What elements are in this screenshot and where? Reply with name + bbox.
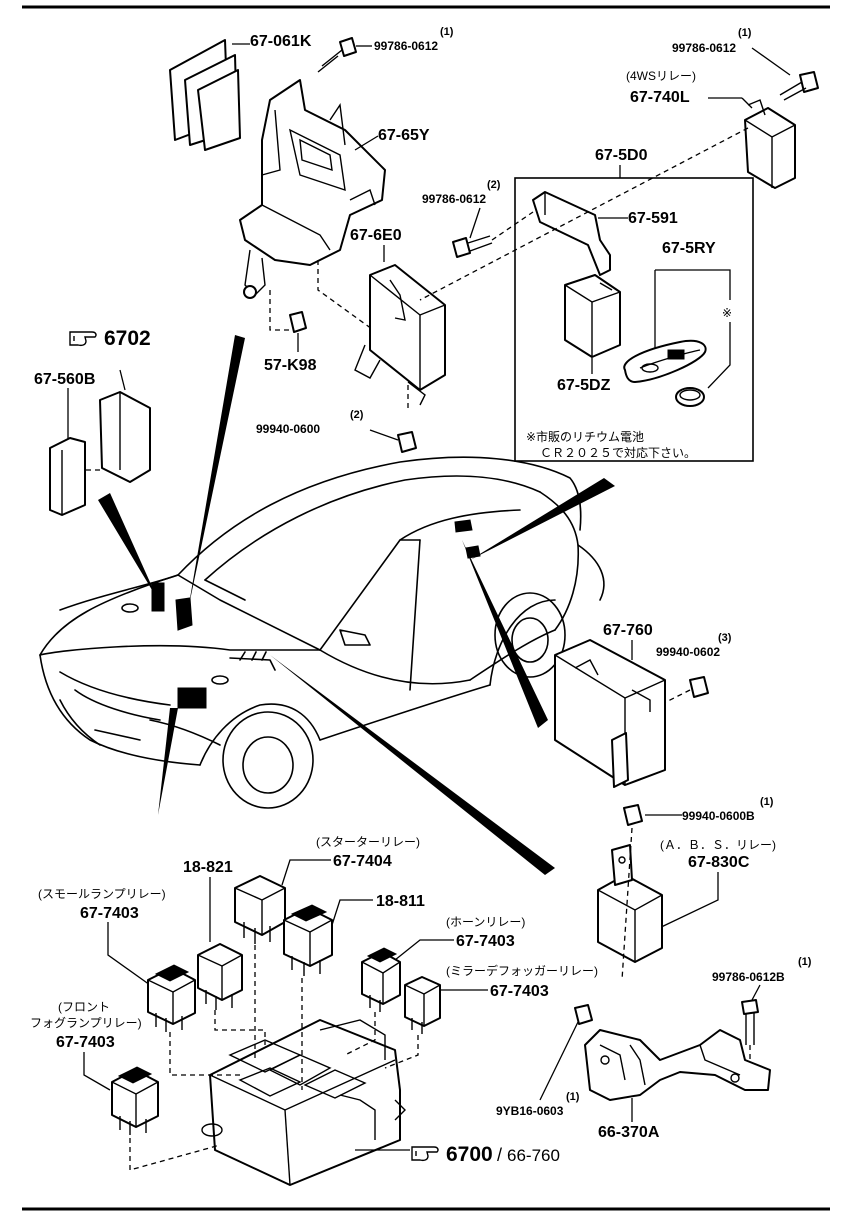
wedge-6700 [158, 708, 178, 815]
relay-67-7403-front-fog [111, 1066, 159, 1135]
bolt-99786-0612B [741, 999, 759, 1045]
label-67-7404: 67-7404 [333, 853, 392, 870]
bolt-99786-0612-top [317, 37, 357, 73]
pointing-hand-icon [411, 1146, 439, 1162]
nut-57-K98 [289, 311, 307, 333]
label-67-65Y: 67-65Y [378, 127, 430, 144]
note-battery-line1: ※市販のリチウム電池 [526, 429, 644, 444]
label-asterisk: ※ [722, 306, 732, 320]
part-67-830C-relay [597, 844, 663, 963]
label-67-740L: 67-740L [630, 89, 690, 106]
ref-6702-label[interactable]: 6702 [104, 327, 151, 350]
ref-6702: 6702 [69, 327, 151, 350]
label-66-370A: 66-370A [598, 1124, 660, 1141]
label-67-7403-horn: 67-7403 [456, 933, 515, 950]
label-99786-0612-right: 99786-0612 [672, 41, 736, 55]
part-coin-battery [675, 387, 705, 407]
label-67-7403-fog: 67-7403 [56, 1034, 115, 1051]
label-99940-0600: 99940-0600 [256, 422, 320, 436]
part-67-740L-relay [744, 99, 796, 189]
ref-6700-label[interactable]: 6700 [446, 1143, 493, 1166]
qty-99940-0600: (2) [350, 409, 364, 421]
wedge-67-560B [98, 493, 158, 600]
part-67-5RY-remote [623, 339, 707, 383]
bolt-99786-0612-right [779, 71, 819, 101]
label-small-lamp-relay: (スモールランプリレー) [38, 887, 166, 901]
label-18-811: 18-811 [376, 893, 425, 910]
relay-box-6700 [201, 1019, 406, 1186]
label-67-7403-small: 67-7403 [80, 905, 139, 922]
label-99786-0612-top: 99786-0612 [374, 39, 438, 53]
relay-18-811 [283, 904, 333, 976]
qty-99940-0602: (3) [718, 632, 732, 644]
qty-99786-0612B: (1) [798, 956, 812, 968]
qty-9YB16-0603: (1) [566, 1091, 580, 1103]
label-mirror-defogger-relay: (ミラーデフォッガーリレー) [446, 963, 598, 978]
label-99786-0612B: 99786-0612B [712, 970, 785, 984]
part-67-591-bracket [532, 191, 611, 276]
label-99940-0602: 99940-0602 [656, 645, 720, 659]
relay-67-7403-mirror [404, 976, 441, 1034]
callout-wedges [98, 335, 615, 875]
label-67-760: 67-760 [603, 622, 653, 639]
nut-9YB16-0603 [574, 1004, 593, 1025]
label-front-fog-line1: (フロント [58, 1000, 110, 1014]
pointing-hand-icon [69, 331, 97, 347]
part-67-560B-module [49, 391, 151, 516]
ref-slash: / [497, 1145, 502, 1165]
bolt-99786-0612-mid [452, 235, 493, 258]
label-18-821: 18-821 [183, 859, 233, 876]
nut-99940-0600B [623, 804, 643, 826]
ref-6700: 6700 / 66-760 [355, 1143, 560, 1166]
label-9YB16-0603: 9YB16-0603 [496, 1104, 564, 1118]
qty-99940-0600B: (1) [760, 796, 774, 808]
label-57-K98: 57-K98 [264, 357, 317, 374]
label-67-5DZ: 67-5DZ [557, 377, 611, 394]
relay-67-7404 [234, 875, 286, 944]
part-67-760-module [554, 639, 666, 788]
part-67-5DZ-module [564, 274, 621, 358]
label-67-560B: 67-560B [34, 371, 95, 388]
label-67-5RY: 67-5RY [662, 240, 716, 257]
relay-67-7403-horn [361, 947, 401, 1012]
qty-99786-0612-top: (1) [440, 26, 454, 38]
part-67-061K-pads [169, 39, 241, 151]
car-illustration [39, 456, 605, 809]
ref-66-760-label[interactable]: 66-760 [507, 1146, 560, 1165]
label-67-591: 67-591 [628, 210, 678, 227]
label-4ws-relay: (4WSリレー) [626, 69, 696, 83]
label-67-5D0: 67-5D0 [595, 147, 648, 164]
label-99786-0612-mid: 99786-0612 [422, 192, 486, 206]
part-67-6E0-module [354, 264, 446, 406]
note-battery-line2: ＣＲ２０２５で対応下さい。 [540, 446, 696, 460]
wedge-67-760 [462, 540, 548, 728]
label-67-6E0: 67-6E0 [350, 227, 402, 244]
label-starter-relay: (スターターリレー) [316, 835, 420, 849]
label-99940-0600B: 99940-0600B [682, 809, 755, 823]
relay-67-7403-small-lamp [147, 964, 196, 1032]
wedge-67-5D0 [470, 478, 615, 560]
nut-99940-0600 [397, 431, 417, 453]
label-67-7403-mirror: 67-7403 [490, 983, 549, 1000]
label-67-061K: 67-061K [250, 33, 312, 50]
qty-99786-0612-mid: (2) [487, 179, 501, 191]
relay-18-821 [197, 943, 243, 1010]
part-67-65Y-bracket [239, 79, 386, 299]
wedge-67-65Y [188, 335, 245, 610]
wedge-66-370A [270, 655, 555, 875]
label-horn-relay: (ホーンリレー) [446, 915, 525, 929]
kit-box-67-5D0 [514, 177, 754, 462]
part-66-370A-bracket [584, 1029, 771, 1101]
label-abs-relay: (Ａ．Ｂ．Ｓ．リレー) [660, 838, 776, 852]
qty-99786-0612-right: (1) [738, 27, 752, 39]
label-67-830C: 67-830C [688, 854, 750, 871]
label-front-fog-line2: フォグランプリレー) [30, 1016, 142, 1030]
nut-99940-0602 [689, 676, 709, 698]
